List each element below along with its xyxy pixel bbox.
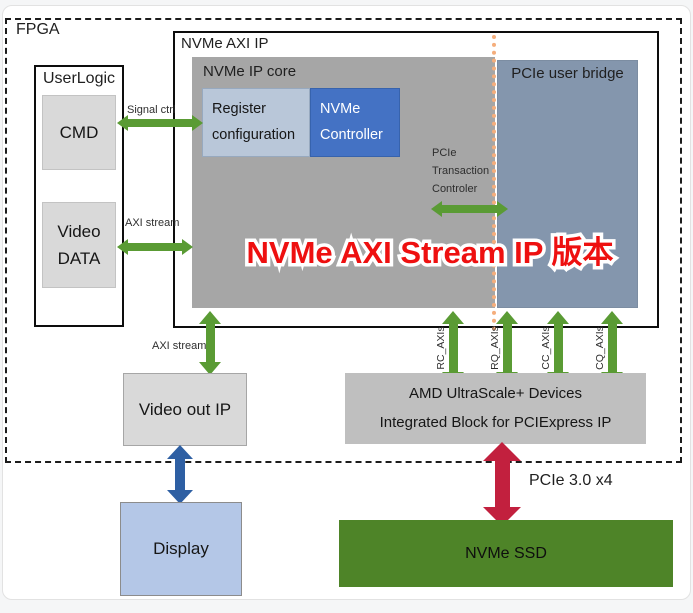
pcie-user-bridge-title: PCIe user bridge <box>511 65 624 82</box>
video-data-block: Video DATA <box>42 202 116 288</box>
fpga-label: FPGA <box>16 21 60 38</box>
video-data-text: Video DATA <box>57 221 101 268</box>
rc-axis-label: RC_AXIs <box>435 326 447 370</box>
video-out-ip-block: Video out IP <box>123 373 247 446</box>
nvme-controller-block: NVMe Controller <box>310 88 400 157</box>
register-configuration-block: Register configuration <box>202 88 310 157</box>
pcie-user-bridge-block <box>497 60 638 308</box>
display-link-arrow-icon <box>167 445 193 504</box>
cmd-block: CMD <box>42 95 116 170</box>
axi-stream-video-label: AXI stream <box>125 217 180 229</box>
pcie-transaction-arrow-icon <box>431 201 508 217</box>
partition-dotted-line <box>492 35 496 331</box>
nvme-ssd-block: NVMe SSD <box>339 520 673 587</box>
nvme-axi-ip-title: NVMe AXI IP <box>181 35 269 52</box>
axi-stream-out-arrow-icon <box>199 311 221 375</box>
amd-ultrascale-text: AMD UltraScale+ Devices Integrated Block… <box>379 385 612 431</box>
nvme-ip-core-title: NVMe IP core <box>203 63 297 80</box>
axi-stream-video-arrow-icon <box>117 239 193 255</box>
cc-axis-label: CC_AXIs <box>540 326 552 370</box>
pcie-link-label: PCIe 3.0 x4 <box>529 472 613 489</box>
signal-ctrl-label: Signal ctrl <box>127 104 176 116</box>
userlogic-title: UserLogic <box>43 70 116 87</box>
cq-axis-label: CQ_AXIs <box>594 326 606 370</box>
axi-stream-out-label: AXI stream <box>152 340 207 352</box>
pcie-transaction-controller-label: PCIe Transaction Controler <box>432 147 490 195</box>
signal-ctrl-arrow-icon <box>117 115 203 131</box>
fpga-boundary <box>5 18 682 463</box>
display-block: Display <box>120 502 242 596</box>
amd-ultrascale-block: AMD UltraScale+ Devices Integrated Block… <box>345 373 646 444</box>
pcie-link-arrow-icon <box>483 442 521 526</box>
overlay-headline: NVMe AXI Stream IP 版本 NVMe AXI Stream IP… <box>243 232 617 273</box>
rq-axis-label: RQ_AXIs <box>489 326 501 370</box>
